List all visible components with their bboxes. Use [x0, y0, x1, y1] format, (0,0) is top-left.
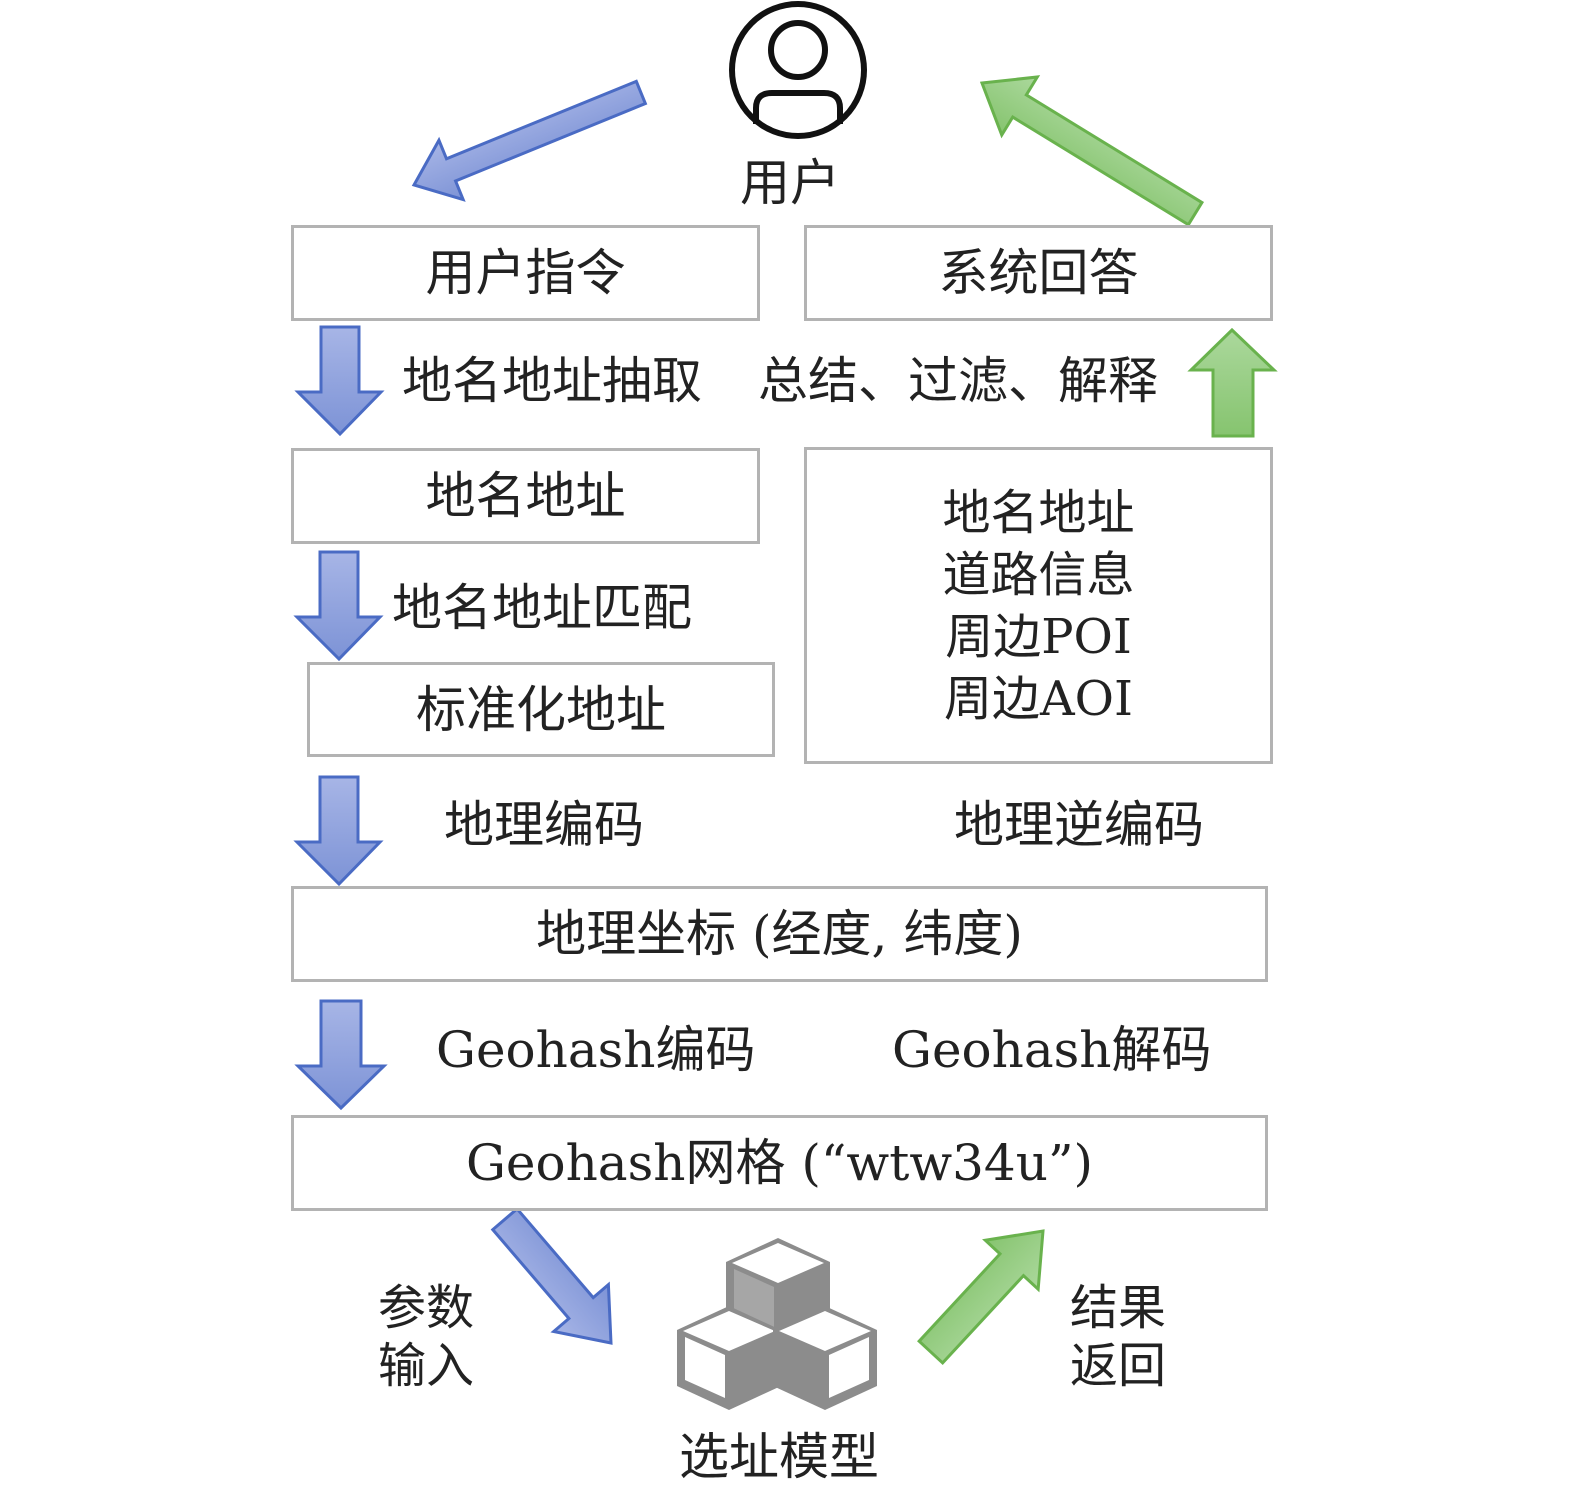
step-match: 地名地址匹配	[392, 579, 692, 637]
user-instruction-text: 用户指令	[425, 244, 626, 302]
result-return-line-2: 返回	[1070, 1338, 1167, 1394]
down-arrow-geohash-encode	[294, 999, 388, 1111]
step-summarize: 总结、过滤、解释	[758, 352, 1158, 410]
info-line-place-address: 地名地址	[942, 484, 1135, 541]
step-geohash-decode: Geohash解码	[892, 1021, 1212, 1079]
user-instruction-box: 用户指令	[291, 225, 760, 321]
standard-address-box: 标准化地址	[307, 662, 775, 757]
info-line-nearby-poi: 周边POI	[945, 608, 1132, 665]
system-answer-text: 系统回答	[938, 244, 1139, 302]
info-box: 地名地址 道路信息 周边POI 周边AOI	[804, 447, 1273, 764]
param-input-line-1: 参数	[378, 1280, 475, 1336]
green-arrow-answer-to-user	[979, 75, 1205, 227]
geo-coordinate-text: 地理坐标 (经度, 纬度)	[536, 905, 1023, 963]
info-line-road-info: 道路信息	[942, 546, 1135, 603]
step-geohash-encode: Geohash编码	[436, 1021, 756, 1079]
standard-address-text: 标准化地址	[416, 680, 666, 739]
place-address-text: 地名地址	[425, 467, 626, 525]
step-geocode: 地理编码	[444, 796, 644, 854]
param-input-line-2: 输入	[378, 1338, 475, 1394]
step-extract: 地名地址抽取	[402, 352, 702, 410]
blue-arrow-to-model	[490, 1206, 613, 1345]
down-arrow-geocode	[293, 775, 384, 887]
blue-arrow-user-to-instruction	[411, 79, 648, 202]
user-label: 用户	[740, 154, 840, 212]
green-arrow-from-model	[917, 1229, 1045, 1366]
model-label: 选址模型	[679, 1428, 879, 1486]
system-answer-box: 系统回答	[804, 225, 1273, 321]
up-arrow-summarize	[1187, 327, 1278, 438]
info-line-nearby-aoi: 周边AOI	[944, 670, 1133, 727]
down-arrow-match	[293, 550, 384, 662]
result-return-label: 结果 返回	[1070, 1279, 1166, 1395]
step-reverse-geocode: 地理逆编码	[954, 796, 1204, 854]
cubes-icon	[677, 1238, 877, 1410]
down-arrow-extract	[294, 325, 385, 437]
param-input-label: 参数 输入	[378, 1279, 474, 1395]
user-avatar-icon	[729, 1, 867, 139]
geo-coordinate-box: 地理坐标 (经度, 纬度)	[291, 886, 1268, 982]
result-return-line-1: 结果	[1070, 1280, 1167, 1336]
place-address-box: 地名地址	[291, 448, 760, 544]
geohash-grid-box: Geohash网格 (“wtw34u”)	[291, 1115, 1268, 1211]
geohash-grid-text: Geohash网格 (“wtw34u”)	[465, 1134, 1094, 1192]
